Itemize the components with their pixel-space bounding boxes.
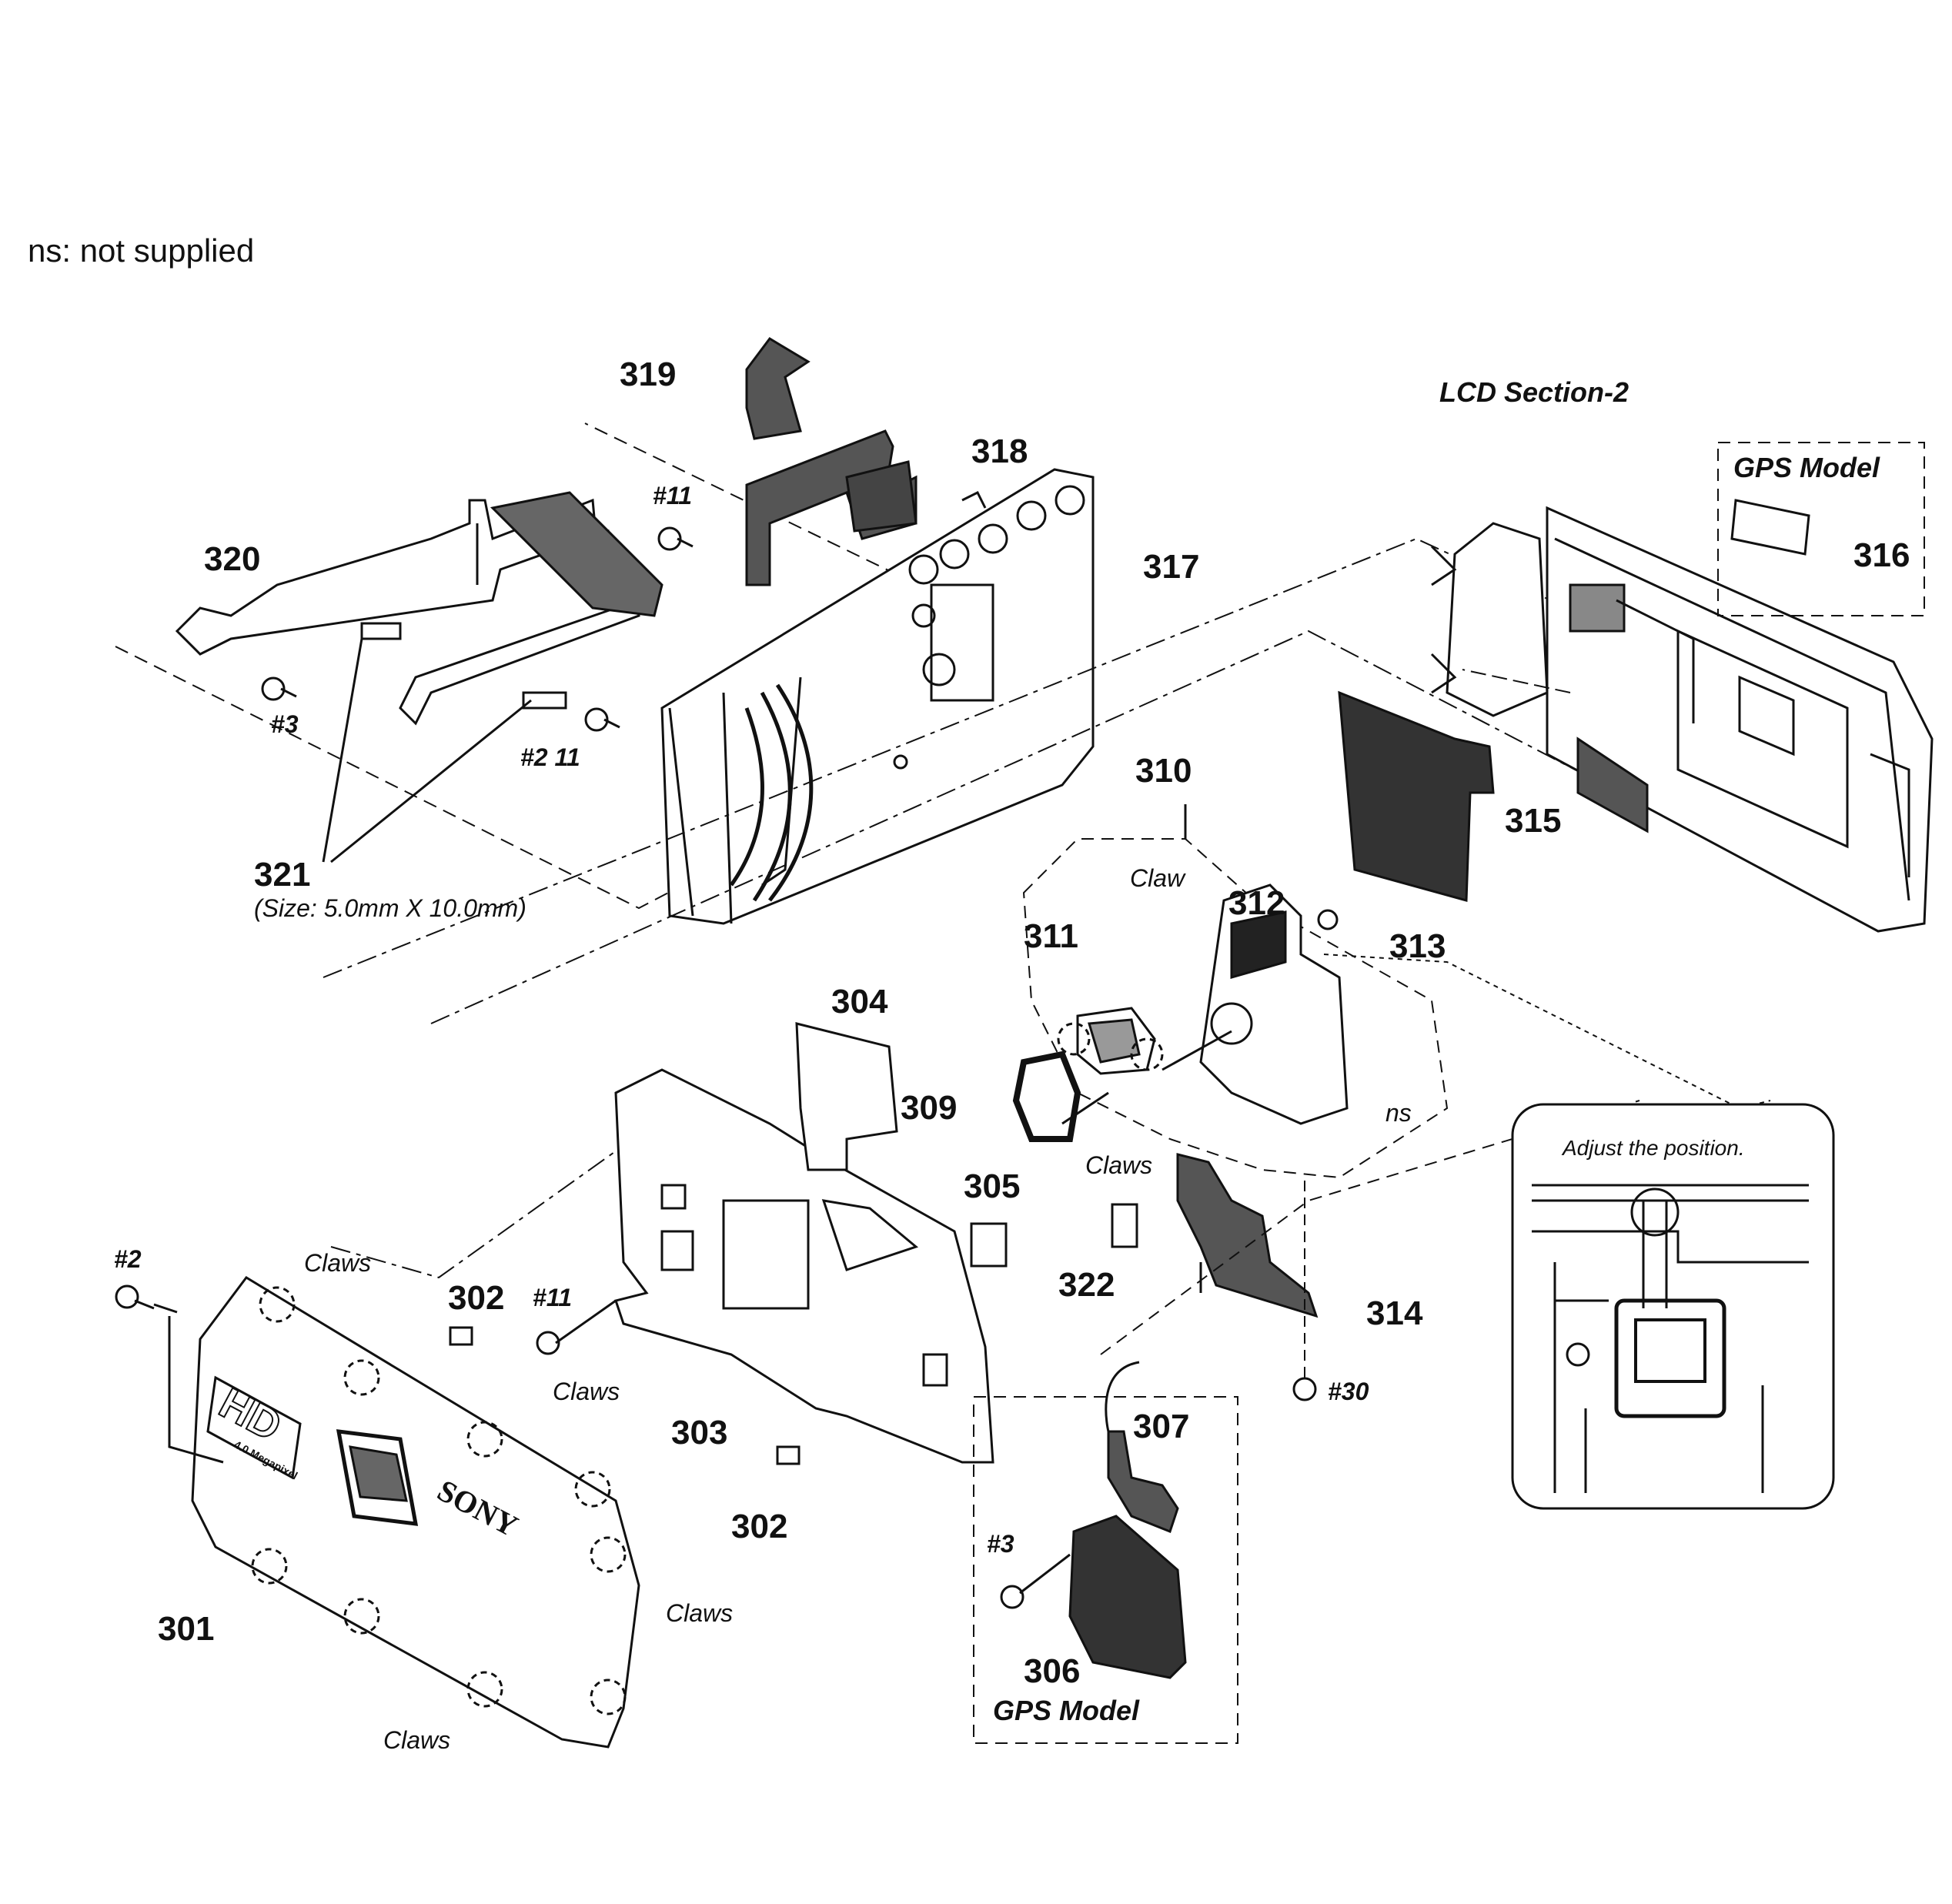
- legend-note: ns: not supplied: [28, 232, 255, 269]
- part-313-screw: [1317, 909, 1339, 930]
- screw-label-11-mid: #11: [533, 1284, 573, 1311]
- part-320-bracket: [175, 491, 663, 726]
- screw-2: [115, 1284, 155, 1310]
- part-label-321: 321: [254, 856, 311, 894]
- section-title: LCD Section-2: [1439, 376, 1629, 408]
- part-label-301: 301: [158, 1610, 215, 1648]
- part-label-306: 306: [1024, 1652, 1081, 1690]
- screw-30: [1292, 1177, 1317, 1401]
- size-note: (Size: 5.0mm X 10.0mm): [254, 894, 526, 922]
- part-label-307: 307: [1133, 1408, 1190, 1445]
- screw-2-11-top: [584, 707, 620, 732]
- part-309-gasket: [1012, 1051, 1081, 1142]
- adjust-position-inset: [1511, 1103, 1835, 1510]
- screw-label-11-top: #11: [653, 482, 693, 509]
- part-label-305: 305: [964, 1167, 1021, 1205]
- screw-3-top: [261, 676, 297, 701]
- part-316-gps-board: [1730, 499, 1810, 556]
- part-314-flex: [1176, 1153, 1319, 1318]
- part-302-pad-a: [449, 1326, 473, 1346]
- claws-label-3: Claws: [666, 1599, 734, 1627]
- part-label-316: 316: [1853, 536, 1910, 574]
- part-label-311: 311: [1024, 917, 1078, 955]
- screw-label-30: #30: [1328, 1378, 1369, 1405]
- claws-label-4: Claws: [383, 1726, 451, 1754]
- part-318-bracket: [745, 429, 918, 586]
- part-302-pad-b: [776, 1445, 801, 1465]
- part-label-313: 313: [1389, 927, 1446, 965]
- lcd-section-housing: [1430, 506, 1934, 933]
- part-label-302-a: 302: [448, 1279, 505, 1317]
- part-label-303: 303: [671, 1414, 728, 1451]
- screw-3-bottom: [1000, 1553, 1071, 1609]
- part-307-flex: [1107, 1430, 1179, 1533]
- claws-label-1: Claws: [304, 1249, 372, 1277]
- ns-label: ns: [1385, 1099, 1412, 1127]
- part-label-310: 310: [1135, 752, 1192, 790]
- part-label-320: 320: [204, 540, 261, 578]
- part-label-317: 317: [1143, 548, 1200, 586]
- screw-11-mid: [536, 1299, 617, 1355]
- inset-caption: Adjust the position.: [1563, 1136, 1745, 1160]
- part-label-302-b: 302: [731, 1508, 788, 1545]
- screw-label-3-bottom: #3: [987, 1530, 1014, 1558]
- gps-model-label-bottom: GPS Model: [993, 1695, 1140, 1726]
- part-322-pad: [1111, 1203, 1138, 1248]
- part-label-315: 315: [1505, 802, 1562, 840]
- part-319-bracket: [745, 337, 811, 440]
- part-312-sensor-block: [1199, 884, 1349, 1125]
- part-label-312: 312: [1228, 884, 1285, 922]
- part-label-318: 318: [971, 433, 1028, 470]
- part-305-pad: [970, 1222, 1008, 1268]
- part-label-319: 319: [620, 356, 677, 393]
- screw-label-2-11: #2 11: [520, 743, 580, 771]
- claws-label-2: Claws: [553, 1378, 620, 1405]
- screw-label-2: #2: [114, 1245, 142, 1273]
- part-306-gps-antenna: [1068, 1515, 1187, 1679]
- screw-11-top: [657, 526, 694, 551]
- screw-label-3-top: #3: [271, 710, 299, 738]
- part-311-frame: [1057, 1007, 1164, 1075]
- part-label-304: 304: [831, 983, 888, 1020]
- part-315-shield: [1338, 690, 1495, 902]
- claws-label-5: Claws: [1085, 1151, 1153, 1179]
- part-317-frame: [660, 468, 1095, 925]
- claw-label: Claw: [1130, 864, 1185, 892]
- part-label-314: 314: [1366, 1294, 1423, 1332]
- part-301-front-cover: [153, 1276, 640, 1749]
- part-304-sheet: [795, 1022, 898, 1171]
- part-label-309: 309: [901, 1089, 958, 1127]
- part-label-322: 322: [1058, 1266, 1115, 1304]
- gps-model-label-top: GPS Model: [1733, 452, 1880, 483]
